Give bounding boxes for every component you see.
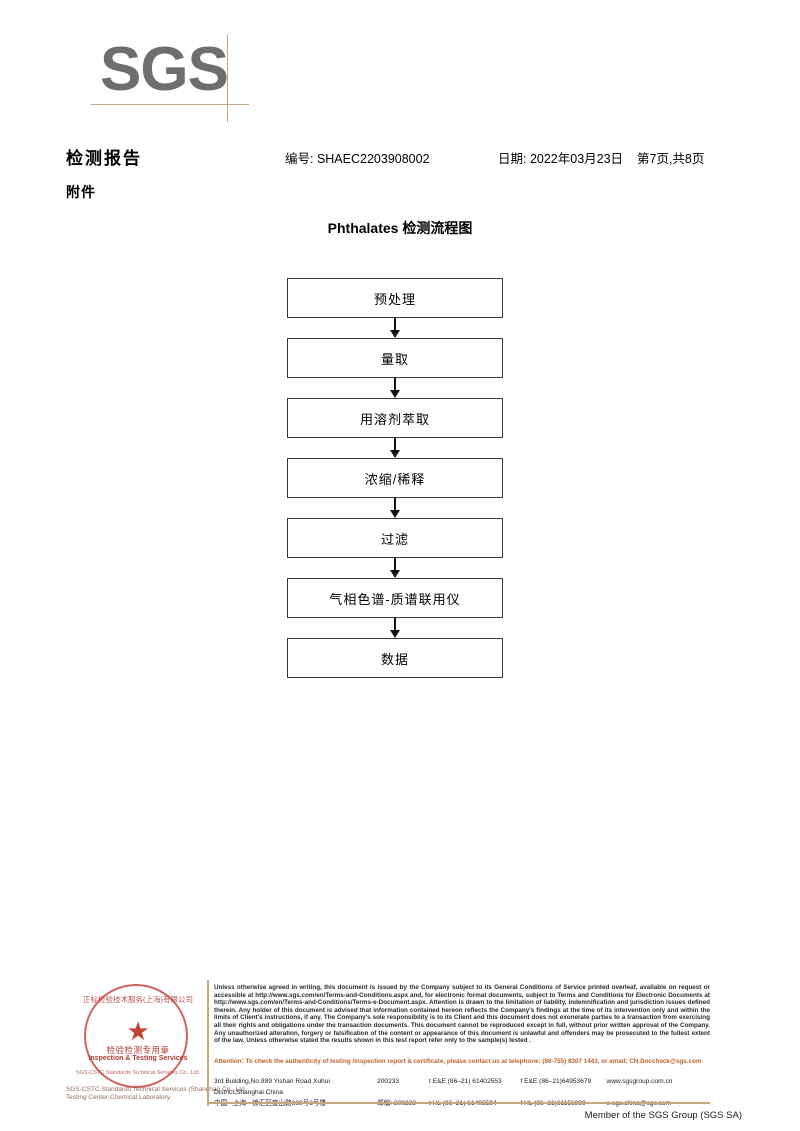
attachment-label: 附件 <box>66 184 96 200</box>
flowchart: 预处理 量取 用溶剂萃取 浓缩/稀释 过滤 <box>287 278 503 678</box>
flow-step-4: 浓缩/稀释 <box>287 458 503 498</box>
sgs-logo: SGS <box>91 34 280 128</box>
sgs-group-member-line: Member of the SGS Group (SGS SA) <box>584 1110 742 1121</box>
flow-arrow-3 <box>287 438 503 458</box>
arrow-stem <box>394 438 396 452</box>
flow-step-5: 过滤 <box>287 518 503 558</box>
logo-horizontal-rule <box>91 104 249 105</box>
legal-terms-text: Unless otherwise agreed in writing, this… <box>214 984 710 1045</box>
flowchart-title: Phthalates 检测流程图 <box>327 220 473 236</box>
flow-step-1: 预处理 <box>287 278 503 318</box>
star-icon: ★ <box>126 1016 150 1046</box>
company-address-block: 3rd Building,No.889 Yishan Road Xuhui Di… <box>214 1076 714 1109</box>
legal-paragraph: Unless otherwise agreed in writing, this… <box>214 984 710 1045</box>
stamp-center-chinese: 检验检测专用章 <box>106 1045 170 1055</box>
arrow-head-icon <box>390 330 400 338</box>
footer-horizontal-rule <box>208 1102 710 1104</box>
arrow-head-icon <box>390 450 400 458</box>
report-footer: 正标检验技术服务(上海)有限公司 ★ 检验检测专用章 Inspection & … <box>0 978 800 1131</box>
arrow-stem <box>394 618 396 632</box>
page-indicator: 第7页,共8页 <box>637 152 705 166</box>
address-en: 3rd Building,No.889 Yishan Road Xuhui Di… <box>214 1078 330 1096</box>
stamp-circle-icon <box>84 984 188 1088</box>
stamp-caption-line2: Testing Center-Chemical Laboratory. <box>66 1094 172 1101</box>
stamp-arc-english: SGS-CSTC Standards Technical Services Co… <box>75 1070 201 1076</box>
email: e sgs.china@sgs.com <box>606 1100 672 1107</box>
report-number: 编号: SHAEC2203908002 <box>285 152 430 166</box>
sgs-logo-text: SGS <box>100 35 229 104</box>
flow-step-6: 气相色谱-质谱联用仪 <box>287 578 503 618</box>
arrow-stem <box>394 318 396 332</box>
arrow-head-icon <box>390 570 400 578</box>
arrow-stem <box>394 498 396 512</box>
arrow-head-icon <box>390 390 400 398</box>
flow-step-3: 用溶剂萃取 <box>287 398 503 438</box>
postcode-cn: 邮编: 200233 <box>377 1100 416 1107</box>
flow-step-label: 数据 <box>380 651 409 667</box>
report-header: 检测报告 编号: SHAEC2203908002 日期: 2022年03月23日… <box>0 144 800 168</box>
postcode-en: 200233 <box>377 1078 400 1085</box>
logo-vertical-rule <box>227 34 228 122</box>
website: www.sgsgroup.com.cn <box>606 1078 673 1085</box>
flow-step-label: 过滤 <box>380 531 409 547</box>
arrow-head-icon <box>390 510 400 518</box>
attention-notice: Attention: To check the authenticity of … <box>214 1058 702 1065</box>
address-row: 中国 · 上海 · 徐汇区宜山路889号3号楼 邮编: 200233 t HL … <box>214 1098 714 1109</box>
flow-step-label: 预处理 <box>373 291 416 307</box>
arrow-stem <box>394 378 396 392</box>
company-stamp: 正标检验技术服务(上海)有限公司 ★ 检验检测专用章 Inspection & … <box>66 982 247 1101</box>
flow-arrow-6 <box>287 618 503 638</box>
stamp-arc-chinese: 正标检验技术服务(上海)有限公司 <box>83 995 193 1004</box>
fax-hl: f HL (86–21)61156899 <box>520 1100 586 1107</box>
stamp-center-english: Inspection & Testing Services <box>88 1055 188 1062</box>
flow-arrow-5 <box>287 558 503 578</box>
address-cn: 中国 · 上海 · 徐汇区宜山路889号3号楼 <box>214 1100 327 1107</box>
arrow-stem <box>394 558 396 572</box>
stamp-caption-line1: SGS-CSTC Standards Technical Services (S… <box>66 1086 247 1093</box>
flow-step-label: 量取 <box>380 351 409 367</box>
report-date: 日期: 2022年03月23日 <box>498 152 624 166</box>
flow-step-label: 浓缩/稀释 <box>364 471 426 487</box>
flow-arrow-1 <box>287 318 503 338</box>
flow-step-label: 气相色谱-质谱联用仪 <box>329 591 461 607</box>
page-title: 检测报告 <box>66 149 142 168</box>
flow-step-label: 用溶剂萃取 <box>359 411 430 427</box>
footer-vertical-rule <box>207 980 209 1106</box>
arrow-head-icon <box>390 630 400 638</box>
flow-arrow-4 <box>287 498 503 518</box>
flow-step-7: 数据 <box>287 638 503 678</box>
fax-ee: f E&E (86–21)64953679 <box>520 1078 592 1085</box>
flow-arrow-2 <box>287 378 503 398</box>
address-row: 3rd Building,No.889 Yishan Road Xuhui Di… <box>214 1076 714 1098</box>
telephone-ee: t E&E (86–21) 61402553 <box>429 1078 502 1085</box>
flow-step-2: 量取 <box>287 338 503 378</box>
telephone-hl: t HL (86–21) 61402594 <box>429 1100 497 1107</box>
